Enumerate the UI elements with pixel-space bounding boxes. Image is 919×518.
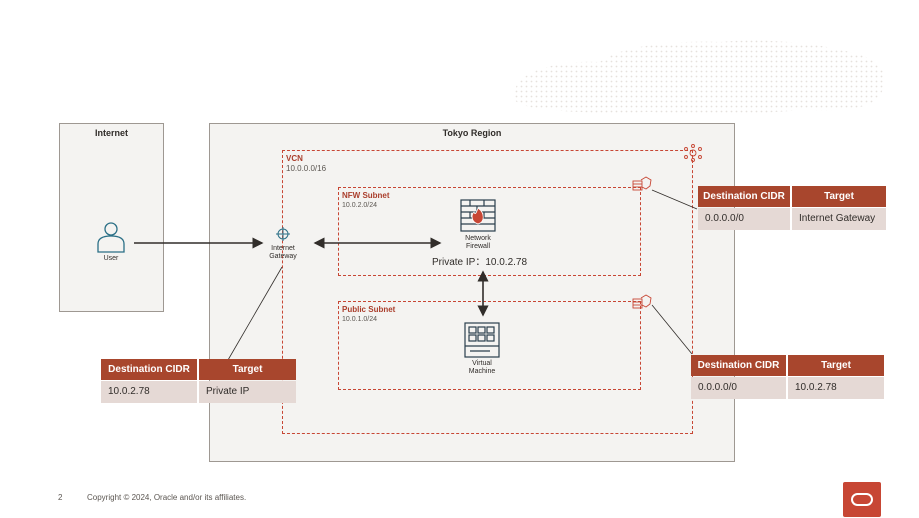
route-table-target: Internet Gateway [792, 208, 886, 230]
nfw-route-table: Destination CIDR Target 0.0.0.0/0 Intern… [698, 186, 886, 230]
igw-label: Internet Gateway [258, 245, 308, 261]
route-table-header-dest: Destination CIDR [698, 186, 792, 207]
igw-route-callout [227, 266, 283, 361]
copyright-text: Copyright © 2024, Oracle and/or its affi… [87, 493, 247, 502]
public-subnet-cidr: 10.0.1.0/24 [342, 316, 378, 323]
firewall-private-ip: Private IP：10.0.2.78 [432, 257, 528, 268]
internet-zone: Internet [59, 123, 164, 312]
vcn-cidr: 10.0.0.0/16 [286, 164, 327, 173]
nfw-subnet-cidr: 10.0.2.0/24 [342, 202, 378, 209]
public-subnet-boundary [338, 301, 641, 390]
user-label: User [103, 255, 119, 262]
igw-label-line1: Internet [271, 245, 295, 252]
route-table-target: 10.0.2.78 [788, 377, 884, 399]
route-table-icon [632, 294, 652, 309]
public-route-table: Destination CIDR Target 0.0.0.0/0 10.0.2… [691, 355, 884, 399]
route-table-header-target: Target [792, 186, 886, 207]
nfw-subnet-label: NFW Subnet [342, 191, 390, 200]
route-table-icon [632, 176, 652, 191]
oracle-logo [843, 482, 881, 517]
user-icon [97, 222, 125, 253]
route-table-header-target: Target [788, 355, 884, 376]
network-firewall-icon [460, 199, 496, 232]
route-table-dest: 0.0.0.0/0 [691, 377, 788, 399]
route-table-dest: 0.0.0.0/0 [698, 208, 792, 230]
route-table-target: Private IP [199, 381, 296, 403]
vcn-icon [684, 144, 702, 162]
nfw-route-callout [651, 189, 698, 210]
firewall-label-line2: Firewall [465, 243, 491, 250]
public-route-callout [651, 304, 693, 355]
vm-label-line1: Virtual [472, 360, 492, 367]
region-title: Tokyo Region [442, 128, 502, 138]
page-number: 2 [58, 493, 63, 502]
igw-label-line2: Gateway [269, 253, 297, 260]
route-table-header-dest: Destination CIDR [101, 359, 199, 380]
route-table-header-target: Target [199, 359, 296, 380]
virtual-machine-icon [464, 322, 500, 358]
route-table-header-dest: Destination CIDR [691, 355, 788, 376]
route-table-dest: 10.0.2.78 [101, 381, 199, 403]
igw-route-table: Destination CIDR Target 10.0.2.78 Privat… [101, 359, 296, 403]
public-subnet-label: Public Subnet [342, 305, 396, 314]
vm-label-line2: Machine [468, 368, 496, 375]
internet-title: Internet [94, 128, 128, 138]
vcn-boundary [282, 150, 693, 434]
internet-gateway-icon [276, 227, 290, 241]
nfw-subnet-boundary [338, 187, 641, 276]
firewall-label: Network Firewall [453, 235, 503, 251]
firewall-label-line1: Network [465, 235, 491, 242]
region-zone: Tokyo Region [209, 123, 735, 462]
vcn-label: VCN [286, 154, 303, 163]
vm-label: Virtual Machine [457, 360, 507, 376]
